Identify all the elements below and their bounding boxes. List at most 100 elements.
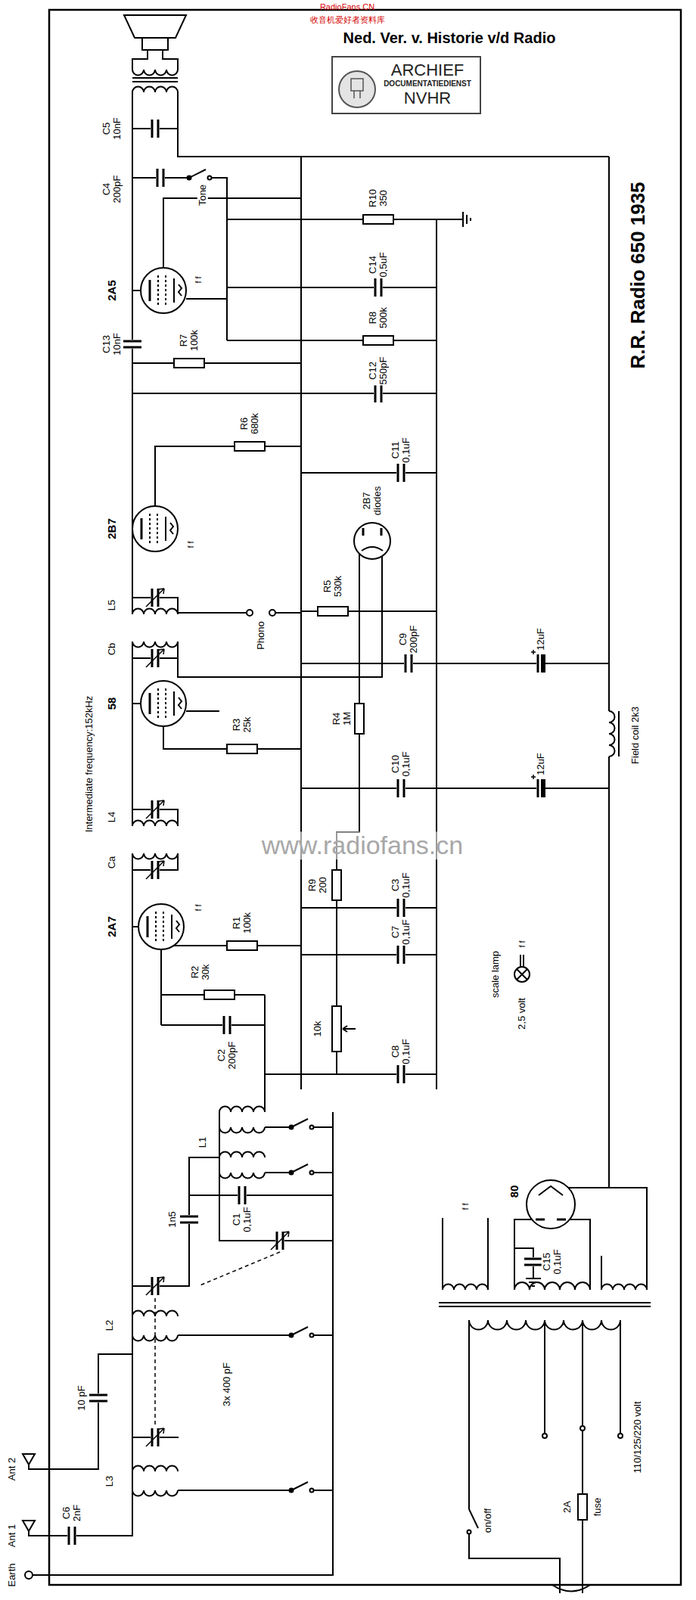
switch-symbol xyxy=(187,169,212,181)
loudspeaker xyxy=(132,69,178,76)
mains-plug xyxy=(559,1584,583,1594)
archive-stamp: ARCHIEFDOCUMENTATIEDIENSTNVHR xyxy=(331,55,482,115)
wire xyxy=(32,1112,333,1576)
capacitor-symbol xyxy=(179,1214,199,1225)
capacitor-symbol xyxy=(523,1257,544,1267)
wire xyxy=(520,954,524,967)
resistor-symbol xyxy=(174,214,588,1520)
filament-mark: f f xyxy=(460,1202,470,1211)
tube-label: 2A5 xyxy=(105,279,119,302)
switch-label: on/off xyxy=(482,1507,494,1534)
switch-symbol xyxy=(542,1433,547,1439)
mains-label: 110/125/220 volt xyxy=(632,1400,644,1474)
loudspeaker xyxy=(124,15,187,93)
lamp-symbol xyxy=(514,966,530,982)
antenna-symbol xyxy=(22,1454,35,1465)
switch-symbol xyxy=(289,1482,314,1493)
capacitor-symbol xyxy=(396,944,406,965)
component-label: 12uF xyxy=(535,751,547,777)
capacitor-symbol xyxy=(146,1427,165,1448)
component-label: C2 200pF xyxy=(216,1040,239,1071)
switch-label: Tone xyxy=(197,183,209,207)
component-label: C8 0,1uF xyxy=(390,1037,413,1065)
resistor-symbol xyxy=(204,990,235,1000)
component-label: C3 0,1uF xyxy=(390,871,413,898)
switch-symbol xyxy=(289,1118,314,1130)
switch-symbol xyxy=(289,1326,314,1338)
component-label: R6 680k xyxy=(239,412,261,435)
component-label: fuse xyxy=(592,1497,603,1518)
filament-mark: f f xyxy=(517,939,527,948)
tube-symbol xyxy=(363,528,382,536)
filament-mark: f f xyxy=(193,275,203,284)
coil xyxy=(132,587,178,669)
component-label: C11 0,1uF xyxy=(390,436,413,463)
resistor-symbol xyxy=(332,1006,342,1052)
wire xyxy=(177,92,609,157)
component-label: C10 0,1uF xyxy=(390,750,413,777)
component-label: C13 10nF xyxy=(101,332,124,357)
component-label: R10 350 xyxy=(367,188,390,209)
wire xyxy=(544,1320,621,1434)
wire xyxy=(342,1025,356,1032)
wire xyxy=(514,1219,591,1290)
component-label: 12uF xyxy=(535,627,547,652)
resistor-symbol xyxy=(577,1494,588,1520)
wire xyxy=(301,662,609,665)
wire xyxy=(469,1320,560,1585)
stamp-text: ARCHIEF xyxy=(391,60,465,80)
stamp-text: DOCUMENTATIEDIENST xyxy=(383,79,472,89)
tube-symbol xyxy=(535,1218,566,1222)
capacitor-symbol xyxy=(155,1252,280,1426)
wire xyxy=(226,339,437,342)
wire xyxy=(264,1127,333,1173)
capacitor-symbol xyxy=(396,462,406,483)
capacitor-symbol xyxy=(531,774,546,799)
resistor-symbol xyxy=(332,870,342,901)
switch-symbol xyxy=(618,1433,623,1439)
component-label: R9 200 xyxy=(307,876,330,895)
switch-symbol xyxy=(187,169,624,1535)
component-label: R2 30k xyxy=(189,963,212,982)
coil xyxy=(514,1282,591,1290)
lamp-label: 2,5 volt xyxy=(516,997,528,1031)
diagram-title: R.R. Radio 650 1935 xyxy=(627,180,650,370)
wire xyxy=(132,362,302,364)
component-label: R5 530k xyxy=(322,574,345,598)
capacitor-symbol xyxy=(396,1064,406,1085)
terminal-label: Ant 1 xyxy=(6,1523,18,1548)
filament-mark: f f xyxy=(186,540,196,549)
loudspeaker xyxy=(132,87,178,94)
wire xyxy=(601,1187,647,1290)
tube-symbol xyxy=(140,680,187,727)
wire xyxy=(132,392,437,395)
loudspeaker xyxy=(142,37,168,50)
tube-symbol xyxy=(132,506,178,552)
archive-stamp-icon xyxy=(338,71,376,108)
tube-symbol xyxy=(526,1180,575,1229)
antenna-symbol xyxy=(22,1520,35,1532)
component-label: C1 0,1uF xyxy=(231,1205,254,1233)
watermark: 收音机爱好者资料库 xyxy=(309,15,386,25)
coil xyxy=(442,1284,488,1291)
note: Intermediate frequency:152kHz xyxy=(83,695,95,834)
loudspeaker xyxy=(132,49,178,70)
archive-stamp-icon xyxy=(351,78,364,99)
component-label: C9 200pF xyxy=(397,624,420,655)
coil xyxy=(132,587,647,1497)
wire xyxy=(177,612,302,614)
component-label: R1 100k xyxy=(231,911,254,935)
coil xyxy=(219,1152,265,1159)
resistor-symbol xyxy=(226,941,258,951)
wire xyxy=(28,870,133,1536)
tube-label: 2A7 xyxy=(105,915,119,939)
coil xyxy=(601,1284,647,1291)
component-label: C7 0,1uF xyxy=(390,918,413,945)
switch-symbol xyxy=(580,1426,585,1431)
tube-label: 80 xyxy=(508,1184,522,1200)
coil xyxy=(132,1490,178,1497)
mains-plug xyxy=(552,1584,591,1594)
coil-label: L3 xyxy=(104,1475,115,1488)
lamp-symbol xyxy=(516,969,528,980)
component-label: C6 2nF xyxy=(61,1503,84,1523)
